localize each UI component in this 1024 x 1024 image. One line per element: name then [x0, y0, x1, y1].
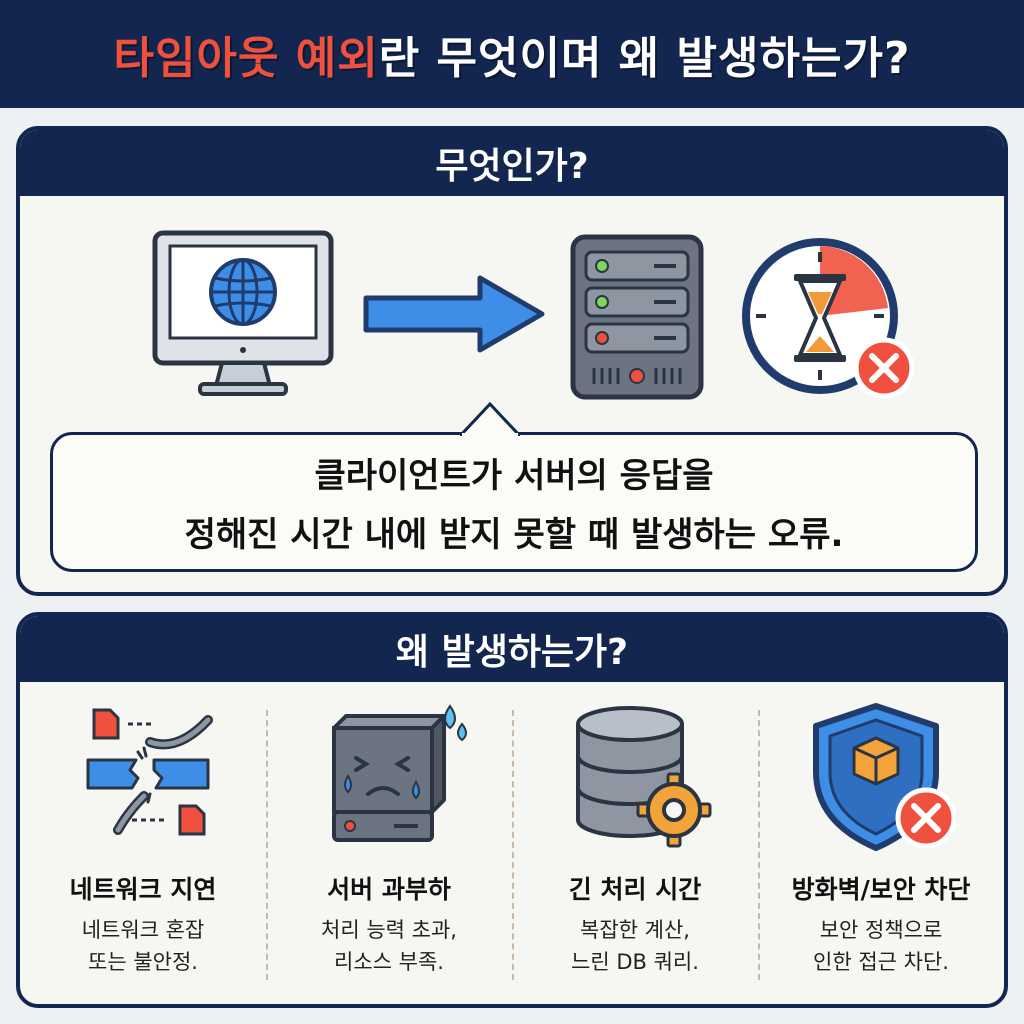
- page-title: 타임아웃 예외란 무엇이며 왜 발생하는가?: [114, 22, 911, 86]
- why-heading: 왜 발생하는가?: [20, 616, 1004, 682]
- cause-description: 보안 정책으로 인한 접근 차단.: [813, 914, 949, 978]
- broken-network-icon: [86, 708, 213, 836]
- cause-desc-line: 처리 능력 초과,: [321, 918, 457, 942]
- title-banner: 타임아웃 예외란 무엇이며 왜 발생하는가?: [0, 0, 1024, 108]
- cause-title: 서버 과부하: [327, 875, 451, 904]
- sweating-server-icon: [332, 704, 467, 842]
- server-icon: [570, 234, 704, 400]
- definition-bubble: 클라이언트가 서버의 응답을 정해진 시간 내에 받지 못할 때 발생하는 오류…: [50, 432, 978, 572]
- arrow-right-icon: [363, 275, 545, 353]
- cause-long-processing: 긴 처리 시간 복잡한 계산, 느린 DB 쿼리.: [512, 686, 758, 1004]
- cause-desc-line: 네트워크 혼잡: [81, 918, 205, 942]
- why-panel: 왜 발생하는가? 네트워크 지연: [16, 612, 1008, 1008]
- cause-network-latency: 네트워크 지연 네트워크 혼잡 또는 불안정.: [20, 686, 266, 1004]
- cause-desc-line: 또는 불안정.: [88, 950, 198, 974]
- definition-line-1: 클라이언트가 서버의 응답을: [314, 456, 714, 496]
- cause-firewall-block: 방화벽/보안 차단 보안 정책으로 인한 접근 차단.: [758, 686, 1004, 1004]
- cause-description: 처리 능력 초과, 리소스 부족.: [321, 914, 457, 978]
- shield-blocked-icon: [813, 703, 957, 851]
- cause-title: 방화벽/보안 차단: [791, 875, 971, 904]
- cause-description: 복잡한 계산, 느린 DB 쿼리.: [571, 914, 699, 978]
- monitor-globe-icon: [152, 230, 334, 396]
- bubble-tail: [460, 402, 520, 436]
- clock-hourglass-error-icon: [742, 238, 915, 399]
- cause-server-overload: 서버 과부하 처리 능력 초과, 리소스 부족.: [266, 686, 512, 1004]
- cause-description: 네트워크 혼잡 또는 불안정.: [82, 914, 205, 978]
- what-heading: 무엇인가?: [20, 130, 1004, 196]
- cause-title: 긴 처리 시간: [568, 875, 702, 904]
- title-rest: 란 무엇이며 왜 발생하는가?: [378, 33, 911, 84]
- cause-desc-line: 복잡한 계산,: [580, 918, 690, 942]
- database-gear-icon: [576, 706, 712, 848]
- cause-desc-line: 보안 정책으로: [819, 918, 943, 942]
- cause-desc-line: 리소스 부족.: [334, 950, 444, 974]
- what-panel: 무엇인가?: [16, 126, 1008, 596]
- causes-grid: 네트워크 지연 네트워크 혼잡 또는 불안정.: [20, 686, 1004, 1004]
- cause-desc-line: 느린 DB 쿼리.: [571, 950, 699, 974]
- title-accent: 타임아웃 예외: [113, 33, 379, 84]
- cause-desc-line: 인한 접근 차단.: [813, 950, 949, 974]
- definition-line-2: 정해진 시간 내에 받지 못할 때 발생하는 오류.: [184, 515, 844, 555]
- cause-title: 네트워크 지연: [69, 875, 217, 904]
